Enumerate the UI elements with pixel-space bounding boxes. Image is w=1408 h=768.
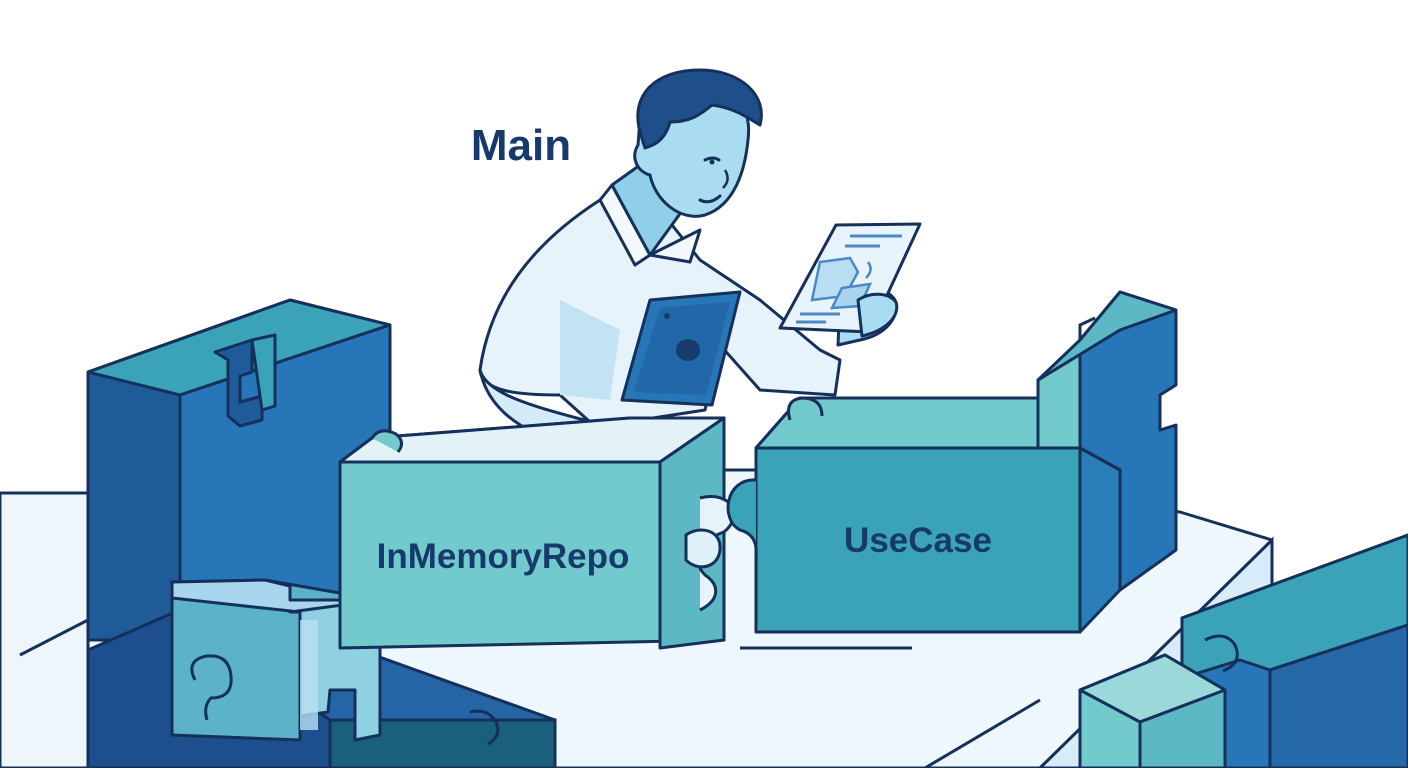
puzzle-document-tablet-icon — [778, 222, 922, 334]
right-hand-fingers — [856, 292, 899, 338]
label-usecase: UseCase — [844, 521, 992, 560]
usecase-puzzle-block — [726, 290, 1178, 634]
dark-tablet-icon — [620, 290, 742, 407]
label-main: Main — [471, 121, 571, 170]
bottom-right-blocks — [1078, 533, 1408, 768]
inmemoryrepo-puzzle-block — [338, 416, 736, 650]
label-inmemoryrepo: InMemoryRepo — [377, 537, 630, 576]
